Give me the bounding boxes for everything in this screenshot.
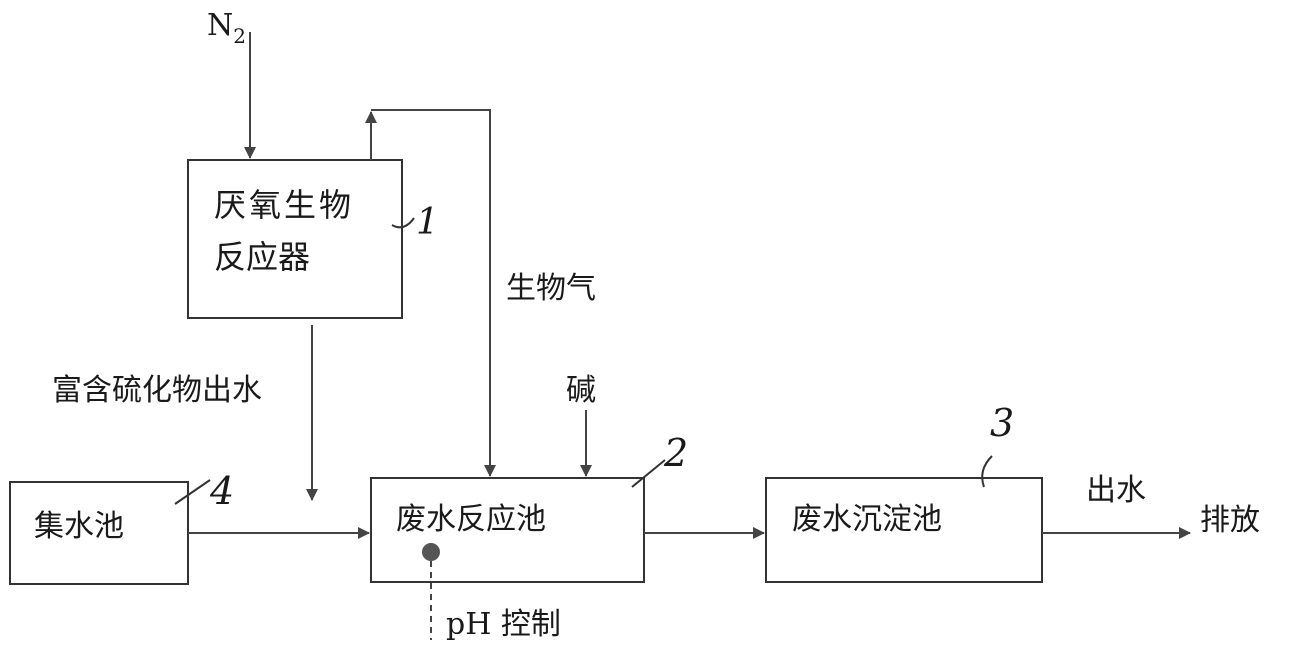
anaerobic-reactor-box — [187, 159, 403, 319]
sulfide-effluent-label: 富含硫化物出水 — [52, 373, 262, 408]
sedimentation-tank-label: 废水沉淀池 — [792, 502, 942, 537]
tag-2-leader — [631, 459, 666, 488]
tag-1-leader — [391, 217, 415, 229]
reactor-label-line1: 厌氧生物 — [214, 186, 354, 224]
tag-1: 1 — [416, 202, 439, 243]
alkali-label: 碱 — [566, 373, 596, 408]
ph-control-label: pH 控制 — [446, 607, 561, 642]
reactor-label-line2: 反应器 — [214, 238, 310, 276]
n2-label: N2 — [207, 8, 246, 48]
discharge-label: 排放 — [1200, 503, 1260, 538]
tag-3-leader — [981, 455, 993, 488]
tag-4: 4 — [209, 469, 234, 513]
collection-tank-label: 集水池 — [34, 509, 124, 544]
tag-3: 3 — [990, 401, 1014, 445]
tag-4-leader — [174, 479, 211, 505]
biogas-label: 生物气 — [506, 271, 596, 306]
effluent-label: 出水 — [1086, 473, 1146, 508]
tag-2: 2 — [663, 431, 688, 475]
reaction-tank-label: 废水反应池 — [396, 502, 546, 537]
ph-probe-icon — [422, 543, 440, 561]
sedimentation-tank-box — [765, 477, 1043, 583]
reaction-tank-box — [370, 477, 645, 583]
biogas-line — [371, 109, 496, 477]
